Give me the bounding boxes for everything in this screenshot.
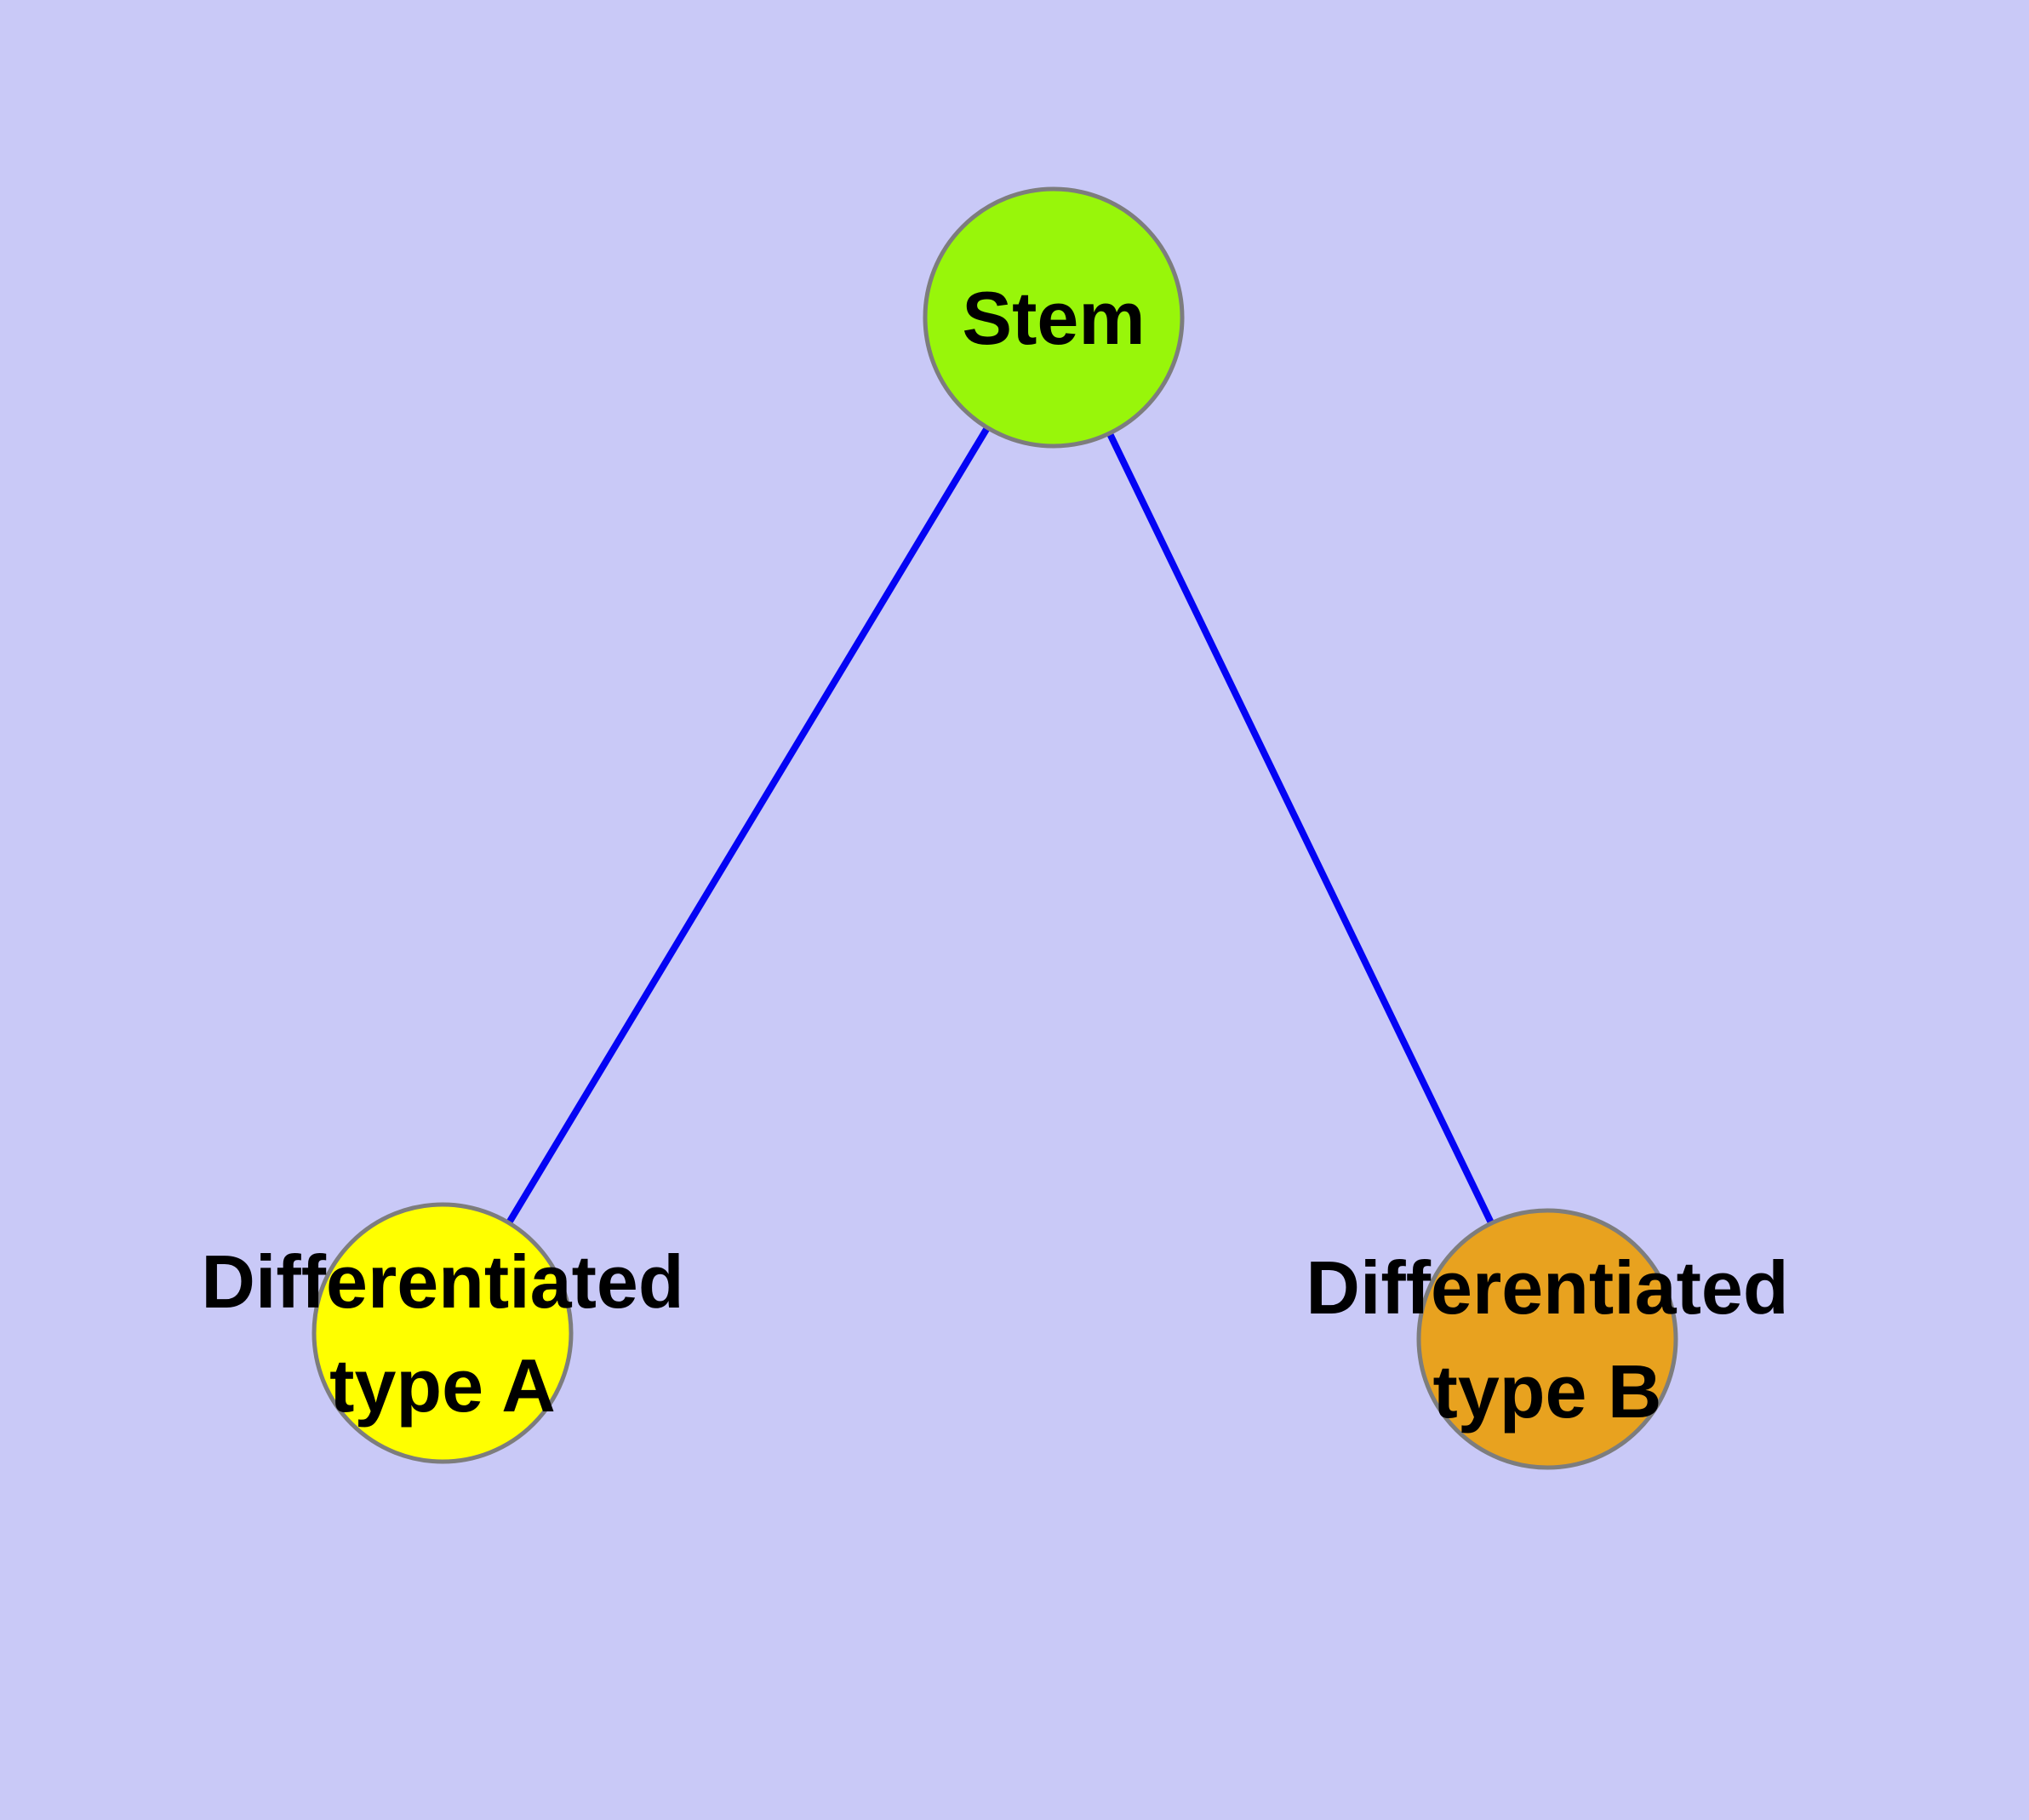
node-stem-label: Stem xyxy=(962,276,1145,360)
edge-stem-to-type-a xyxy=(439,315,1057,1336)
node-stem-circle xyxy=(923,186,1185,449)
node-type-a-label-line1: Differentiated xyxy=(201,1239,683,1324)
node-type-b-circle xyxy=(1416,1208,1678,1470)
node-type-a-label-line2: type A xyxy=(329,1343,556,1428)
node-type-b-label-line2: type B xyxy=(1433,1349,1662,1434)
node-type-a-circle xyxy=(311,1202,574,1464)
edge-stem-to-type-b xyxy=(1050,316,1551,1341)
node-type-b-label-line1: Differentiated xyxy=(1306,1245,1788,1330)
